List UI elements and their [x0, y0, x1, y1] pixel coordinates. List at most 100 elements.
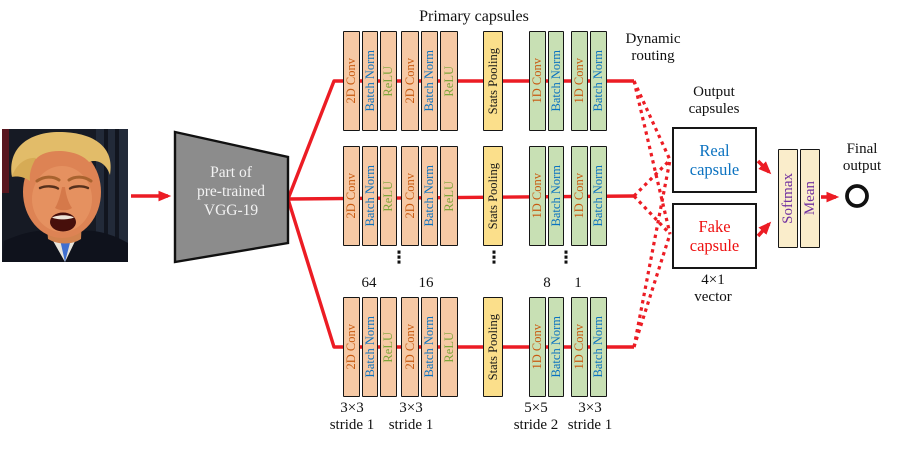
final-output-label: Final output [843, 141, 881, 175]
filter-count-16: 16 [418, 275, 434, 291]
layer-1d-conv: 1D Conv [529, 31, 546, 131]
vgg-line2: pre-trained [197, 183, 265, 200]
layer-label: 1D Conv [572, 324, 587, 370]
softmax-label: Softmax [779, 173, 796, 224]
layer-batch-norm: Batch Norm [420, 297, 439, 397]
mean-layer: Mean [800, 149, 820, 248]
kernel-size: 3×3 [399, 400, 423, 416]
vector-size-line1: 4×1 [701, 272, 725, 288]
layer-label: Batch Norm [362, 50, 377, 112]
final-output-line1: Final [846, 141, 878, 157]
kernel-size: 3×3 [578, 400, 602, 416]
real-capsule-line2: capsule [689, 160, 740, 179]
final-output-circle-icon [845, 184, 869, 208]
layer-label: ReLU [441, 180, 456, 212]
face-photo-icon [2, 129, 128, 262]
layer-2d-conv: 2D Conv [343, 31, 360, 131]
layer-label: ReLU [381, 180, 396, 212]
kernel-label-4: 3×3 stride 1 [568, 400, 613, 434]
vgg-line3: VGG-19 [203, 202, 259, 219]
layer-relu: ReLU [440, 31, 459, 131]
layer-2d-conv: 2D Conv [401, 31, 419, 131]
primary-capsule-branch-3: 2D Conv Batch Norm ReLU 2D Conv Batch No… [343, 297, 607, 397]
layer-stats-pooling: Stats Pooling [483, 297, 503, 397]
primary-capsule-branch-1: 2D Conv Batch Norm ReLU 2D Conv Batch No… [343, 31, 607, 131]
layer-label: Batch Norm [422, 316, 437, 378]
layer-2d-conv: 2D Conv [401, 297, 419, 397]
vector-size-label: 4×1 vector [694, 272, 731, 306]
stride: stride 1 [388, 417, 434, 433]
layer-label: ReLU [441, 65, 456, 97]
vertical-ellipsis-icon: ⋮ [390, 248, 408, 268]
layer-label: Stats Pooling [485, 313, 500, 381]
stride: stride 1 [567, 417, 613, 433]
layer-label: Batch Norm [591, 165, 606, 227]
layer-batch-norm: Batch Norm [590, 297, 607, 397]
fake-capsule-line1: Fake [698, 217, 731, 236]
conv2d-block-2: 2D Conv Batch Norm ReLU [401, 146, 459, 246]
layer-label: ReLU [381, 331, 396, 363]
layer-label: 2D Conv [344, 58, 359, 104]
layer-relu: ReLU [440, 146, 459, 246]
layer-label: Batch Norm [362, 165, 377, 227]
kernel-label-3: 5×5 stride 2 [514, 400, 559, 434]
real-capsule-line1: Real [699, 141, 730, 160]
layer-label: 1D Conv [530, 173, 544, 219]
conv1d-block-1: 1D Conv Batch Norm [529, 146, 564, 246]
softmax-mean-block: Softmax Mean [778, 149, 820, 248]
conv1d-block-2: 1D Conv Batch Norm [571, 146, 607, 246]
layer-label: 2D Conv [402, 324, 417, 370]
layer-2d-conv: 2D Conv [401, 146, 419, 246]
primary-capsule-branch-2: 2D Conv Batch Norm ReLU 2D Conv Batch No… [343, 146, 607, 246]
layer-label: 2D Conv [402, 173, 417, 219]
stride: stride 1 [329, 417, 375, 433]
stats-pooling-block: Stats Pooling [483, 146, 503, 246]
mean-label: Mean [801, 181, 818, 216]
dynamic-routing-line2: routing [631, 48, 675, 64]
stride: stride 2 [513, 417, 559, 433]
layer-1d-conv: 1D Conv [571, 297, 588, 397]
conv1d-block-2: 1D Conv Batch Norm [571, 297, 607, 397]
fake-to-softmax-arrow [756, 221, 772, 238]
dynamic-routing-line1: Dynamic [625, 31, 681, 47]
conv2d-block-2: 2D Conv Batch Norm ReLU [401, 297, 459, 397]
layer-relu: ReLU [380, 297, 398, 397]
kernel-label-1: 3×3 stride 1 [330, 400, 375, 434]
layer-relu: ReLU [380, 146, 398, 246]
layer-label: 2D Conv [402, 58, 417, 104]
vgg-line1: Part of [210, 164, 252, 181]
layer-1d-conv: 1D Conv [571, 31, 588, 131]
output-capsules-heading: Output capsules [689, 84, 740, 118]
conv2d-block-1: 2D Conv Batch Norm ReLU [343, 297, 398, 397]
layer-label: Batch Norm [548, 50, 563, 112]
conv1d-block-1: 1D Conv Batch Norm [529, 297, 564, 397]
vertical-ellipsis-icon: ⋮ [557, 248, 575, 268]
layer-label: Batch Norm [548, 316, 563, 378]
kernel-size: 5×5 [524, 400, 548, 416]
filter-count-8: 8 [543, 275, 551, 291]
final-output-line2: output [842, 158, 882, 174]
primary-capsules-heading: Primary capsules [419, 8, 529, 25]
layer-label: Stats Pooling [485, 162, 500, 230]
vector-size-line2: vector [694, 289, 732, 305]
layer-batch-norm: Batch Norm [420, 146, 439, 246]
layer-label: Batch Norm [548, 165, 563, 227]
layer-label: Batch Norm [422, 165, 437, 227]
output-capsules-line1: Output [693, 84, 735, 100]
layer-label: 2D Conv [344, 173, 359, 219]
vertical-ellipsis-icon: ⋮ [485, 248, 503, 268]
layer-batch-norm: Batch Norm [361, 297, 379, 397]
conv2d-block-2: 2D Conv Batch Norm ReLU [401, 31, 459, 131]
layer-1d-conv: 1D Conv [529, 297, 546, 397]
layer-2d-conv: 2D Conv [343, 146, 360, 246]
fake-capsule-line2: capsule [689, 236, 740, 255]
layer-1d-conv: 1D Conv [529, 146, 546, 246]
layer-batch-norm: Batch Norm [420, 31, 439, 131]
layer-batch-norm: Batch Norm [547, 146, 564, 246]
output-capsules-line2: capsules [688, 101, 740, 117]
layer-relu: ReLU [440, 297, 459, 397]
layer-label: 1D Conv [530, 324, 544, 370]
layer-batch-norm: Batch Norm [361, 31, 379, 131]
